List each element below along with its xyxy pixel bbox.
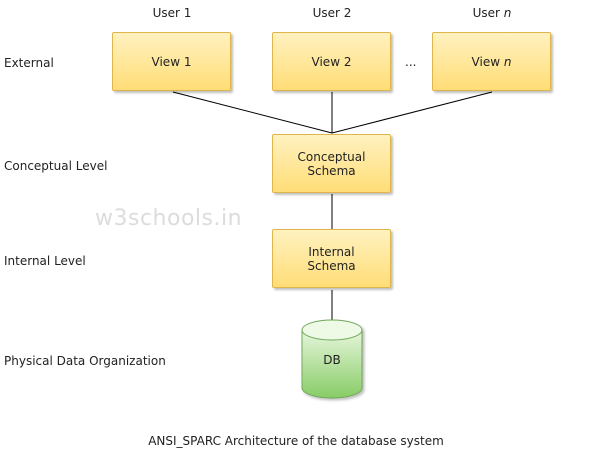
- diagram-caption: ANSI_SPARC Architecture of the database …: [148, 434, 444, 448]
- user-1-label: User 1: [152, 6, 192, 20]
- internal-schema-box: Internal Schema: [272, 229, 391, 288]
- user-2-label: User 2: [312, 6, 352, 20]
- view-n-box: View n: [432, 32, 551, 91]
- watermark-text: w3schools.in: [95, 206, 243, 231]
- view-1-label: View 1: [151, 54, 192, 69]
- conceptual-schema-box: Conceptual Schema: [272, 134, 391, 193]
- views-ellipsis: ...: [405, 55, 417, 69]
- connector-view1-conceptual: [172, 91, 333, 134]
- external-level-label: External: [4, 56, 54, 70]
- conceptual-level-label: Conceptual Level: [4, 159, 108, 173]
- view-1-box: View 1: [112, 32, 231, 91]
- db-label: DB: [323, 353, 341, 367]
- view-2-box: View 2: [272, 32, 391, 91]
- internal-schema-label: Internal Schema: [307, 244, 356, 273]
- connector-viewn-conceptual: [331, 91, 493, 134]
- user-n-label: User n: [472, 6, 512, 20]
- view-2-label: View 2: [311, 54, 352, 69]
- db-cylinder-icon: [301, 319, 363, 399]
- physical-level-label: Physical Data Organization: [4, 354, 166, 368]
- view-n-label: View n: [471, 54, 512, 69]
- internal-level-label: Internal Level: [4, 254, 86, 268]
- conceptual-schema-label: Conceptual Schema: [297, 149, 366, 178]
